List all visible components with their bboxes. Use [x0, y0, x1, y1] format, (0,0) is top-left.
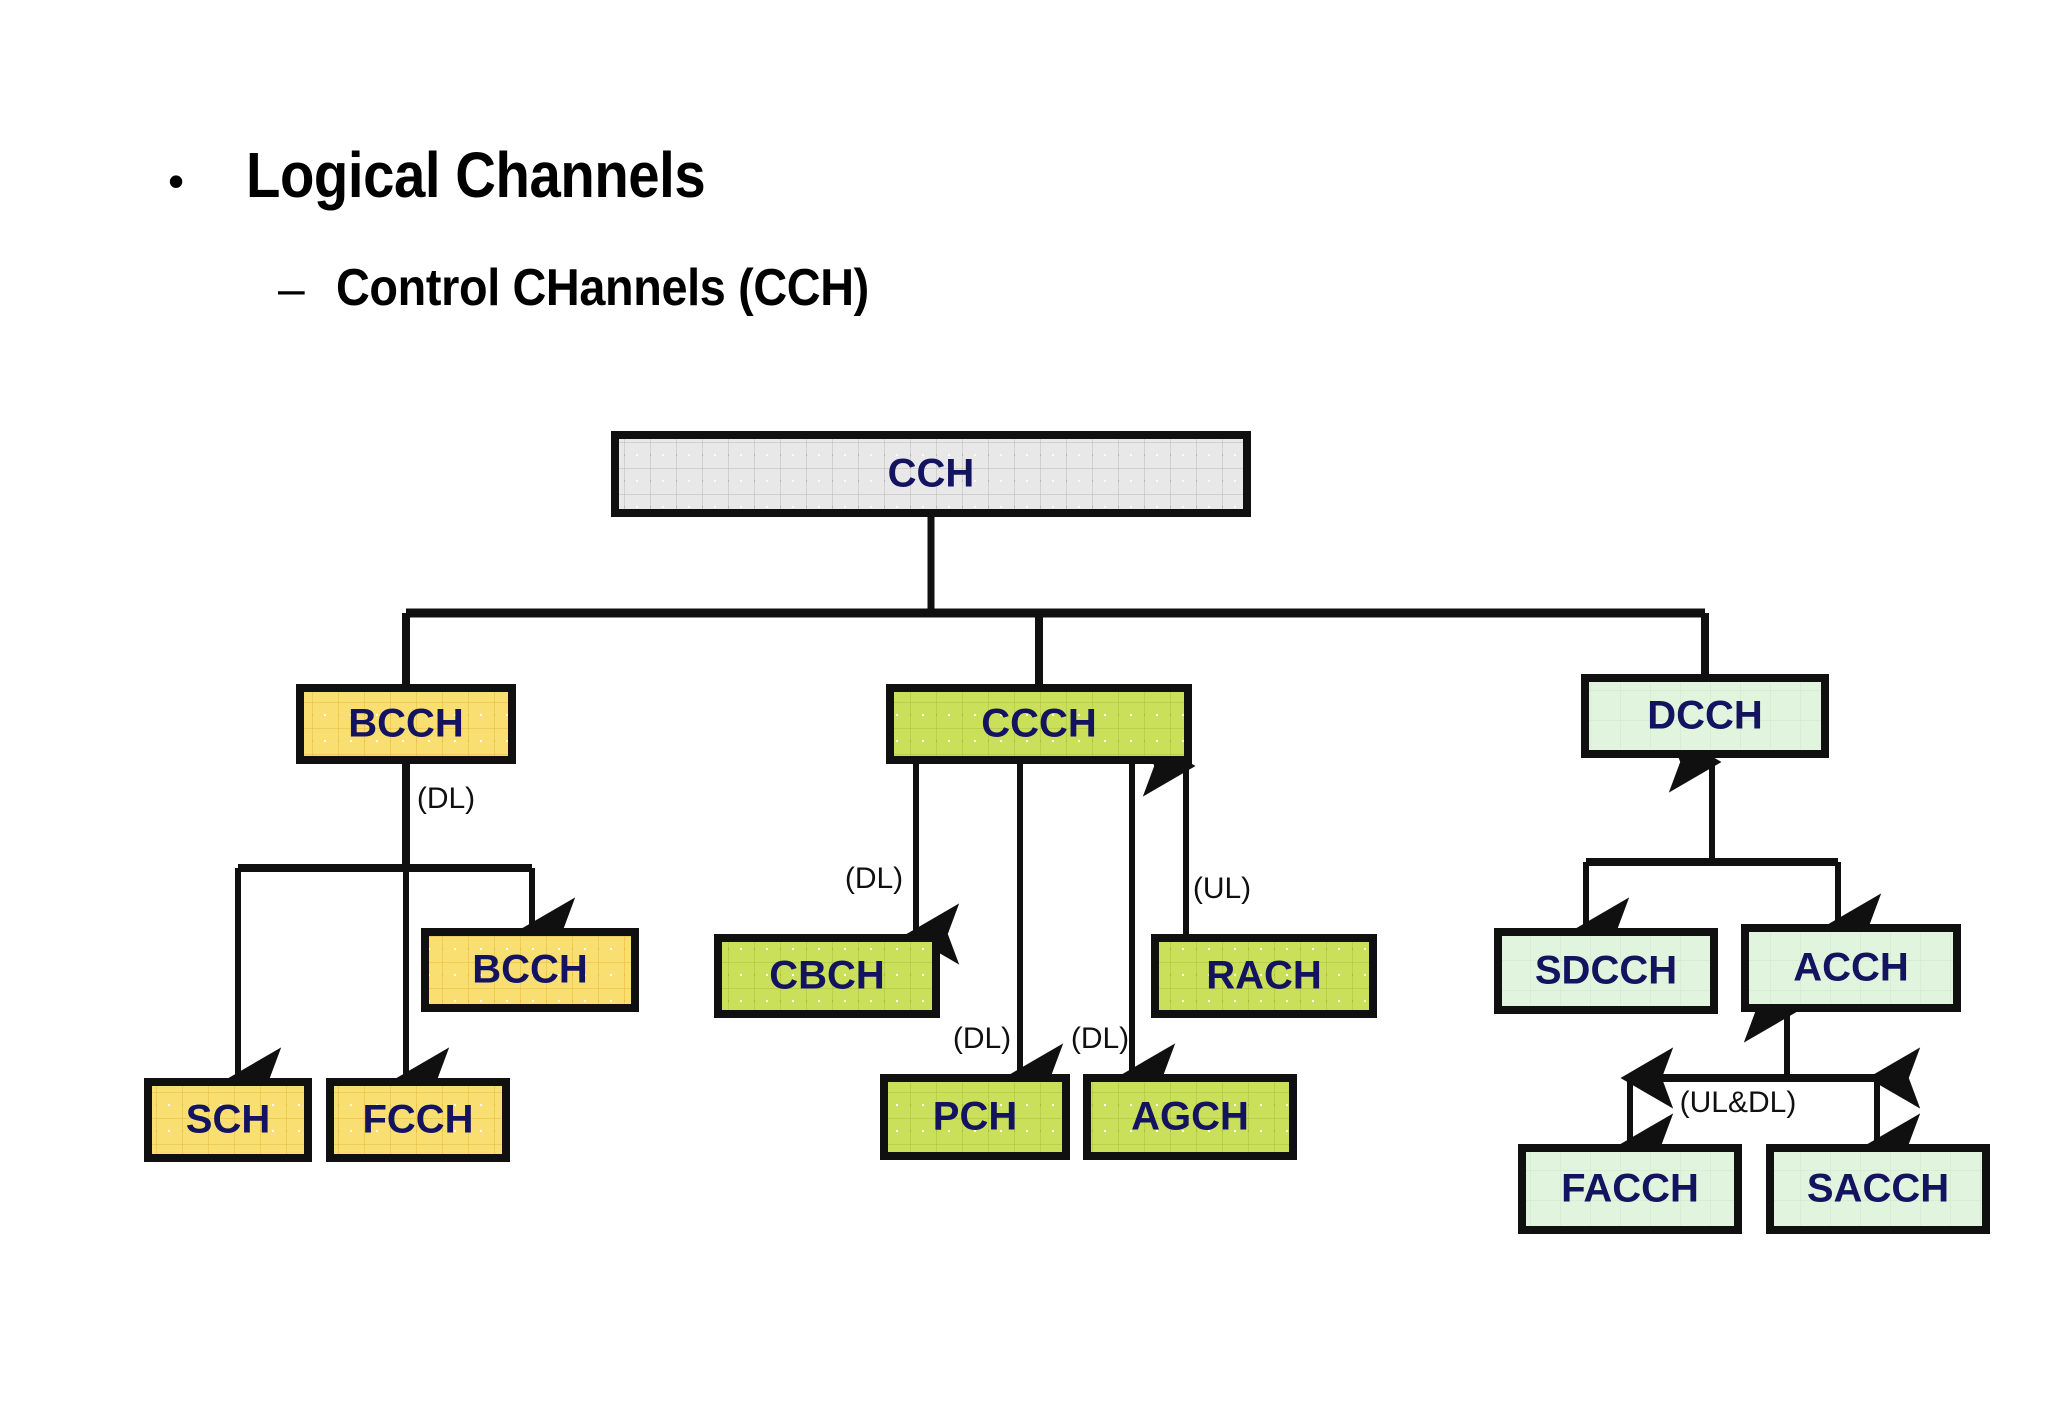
- node-bcch2[interactable]: BCCH: [421, 928, 639, 1012]
- node-label-sacch: SACCH: [1807, 1167, 1949, 1211]
- node-sch[interactable]: SCH: [144, 1078, 312, 1162]
- node-bcch[interactable]: BCCH: [296, 684, 516, 764]
- node-rach[interactable]: RACH: [1151, 934, 1377, 1018]
- node-box-bcch: [296, 684, 516, 764]
- bullet-marker-level-2: –: [278, 263, 305, 316]
- node-facch[interactable]: FACCH: [1518, 1144, 1742, 1234]
- node-box-sdcch: [1494, 928, 1718, 1014]
- node-label-sch: SCH: [186, 1098, 270, 1142]
- node-dcch[interactable]: DCCH: [1581, 674, 1829, 758]
- node-box-bcch2: [421, 928, 639, 1012]
- connector-group-dcch: [1576, 731, 1882, 959]
- node-box-facch: [1518, 1144, 1742, 1234]
- connector-group-ccch: [906, 735, 1196, 1105]
- node-box-fcch: [326, 1078, 510, 1162]
- node-sdcch[interactable]: SDCCH: [1494, 928, 1718, 1014]
- edge-label-dl-pch: (DL): [953, 1022, 1011, 1055]
- node-ccch[interactable]: CCCH: [886, 684, 1192, 764]
- edge-label-dl-agch: (DL): [1071, 1022, 1129, 1055]
- page-subtitle: Control CHannels (CCH): [336, 259, 869, 317]
- node-box-sch: [144, 1078, 312, 1162]
- node-label-bcch: BCCH: [348, 702, 464, 746]
- connector-group-bcch: [228, 760, 576, 1109]
- edge-label-uldl-acch: (UL&DL): [1680, 1086, 1797, 1119]
- edge-label-dl-bcch: (DL): [417, 782, 475, 815]
- node-label-pch: PCH: [933, 1095, 1017, 1139]
- diagram-nodes: CCH BCCH CCCH DCCH BCCH SCH FCCH CBCH RACH PCH AGC…: [144, 431, 1990, 1234]
- node-box-cch: [611, 431, 1251, 517]
- node-label-cbch: CBCH: [769, 954, 885, 998]
- node-agch[interactable]: AGCH: [1083, 1074, 1297, 1160]
- node-label-agch: AGCH: [1131, 1095, 1249, 1139]
- node-pch[interactable]: PCH: [880, 1074, 1070, 1160]
- page-title: Logical Channels: [246, 139, 706, 211]
- node-label-facch: FACCH: [1561, 1167, 1699, 1211]
- bullet-level-2: – Control CHannels (CCH): [278, 258, 928, 318]
- node-label-ccch: CCCH: [981, 702, 1097, 746]
- bullet-level-1: • Logical Channels: [168, 138, 768, 212]
- node-label-rach: RACH: [1206, 954, 1322, 998]
- connector-group-acch: [1620, 981, 1921, 1175]
- edge-label-dl-cbch: (DL): [845, 862, 903, 895]
- node-cbch[interactable]: CBCH: [714, 934, 940, 1018]
- node-label-cch: CCH: [888, 452, 975, 496]
- node-box-rach: [1151, 934, 1377, 1018]
- node-label-sdcch: SDCCH: [1535, 949, 1677, 993]
- node-box-acch: [1741, 924, 1961, 1012]
- node-box-agch: [1083, 1074, 1297, 1160]
- node-box-pch: [880, 1074, 1070, 1160]
- node-label-acch: ACCH: [1793, 946, 1909, 990]
- node-box-sacch: [1766, 1144, 1990, 1234]
- node-label-bcch2: BCCH: [472, 948, 588, 992]
- node-label-dcch: DCCH: [1647, 694, 1763, 738]
- node-box-dcch: [1581, 674, 1829, 758]
- node-box-cbch: [714, 934, 940, 1018]
- bullet-marker-level-1: •: [168, 155, 185, 207]
- node-fcch[interactable]: FCCH: [326, 1078, 510, 1162]
- diagram-edge-labels: (DL) (DL) (UL) (DL) (DL) (UL&DL): [417, 782, 1797, 1119]
- connector-group-root: [402, 513, 1709, 688]
- node-cch[interactable]: CCH: [611, 431, 1251, 517]
- node-sacch[interactable]: SACCH: [1766, 1144, 1990, 1234]
- node-label-fcch: FCCH: [362, 1098, 473, 1142]
- node-acch[interactable]: ACCH: [1741, 924, 1961, 1012]
- node-box-ccch: [886, 684, 1192, 764]
- edge-label-ul-rach: (UL): [1193, 872, 1251, 905]
